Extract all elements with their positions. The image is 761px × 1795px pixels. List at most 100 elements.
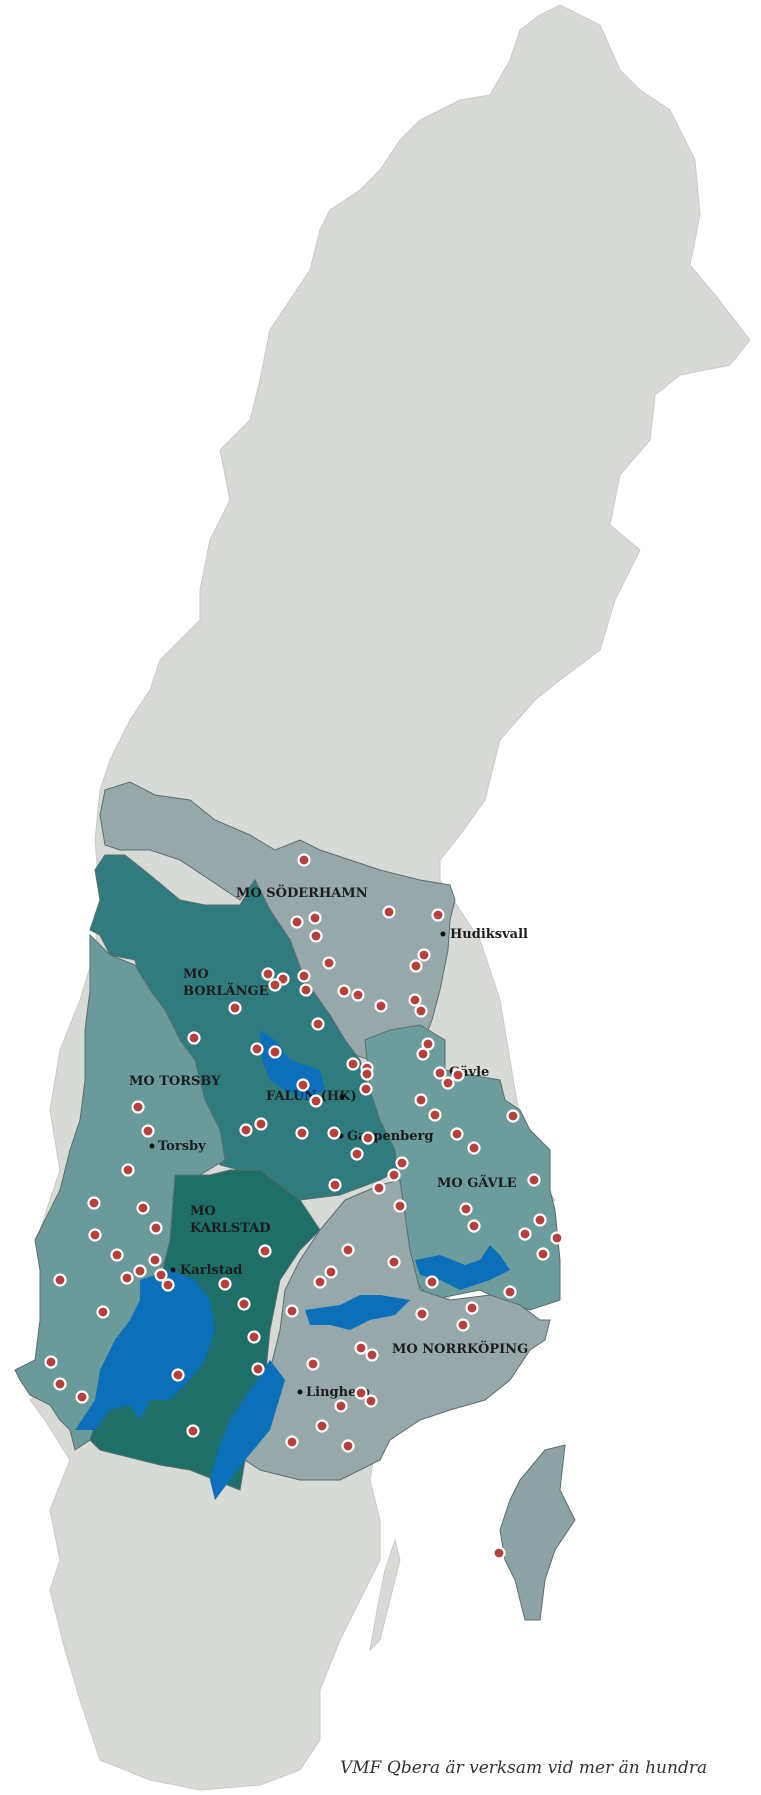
site-marker — [393, 1199, 407, 1213]
label-torsby: MO TORSBY — [129, 1074, 221, 1089]
site-marker — [456, 1318, 470, 1332]
site-marker — [506, 1109, 520, 1123]
city-linghem: Linghem — [306, 1385, 370, 1400]
site-marker — [268, 1045, 282, 1059]
site-marker — [88, 1228, 102, 1242]
site-marker — [414, 1093, 428, 1107]
site-marker — [354, 1386, 368, 1400]
site-marker — [395, 1156, 409, 1170]
site-marker — [459, 1202, 473, 1216]
site-marker — [346, 1057, 360, 1071]
site-marker — [433, 1066, 447, 1080]
site-marker — [315, 1419, 329, 1433]
site-marker — [374, 999, 388, 1013]
site-marker — [75, 1390, 89, 1404]
site-marker — [237, 1297, 251, 1311]
city-dot-falun — [339, 1094, 345, 1100]
site-marker — [450, 1127, 464, 1141]
site-marker — [364, 1394, 378, 1408]
site-marker — [527, 1173, 541, 1187]
site-marker — [421, 1037, 435, 1051]
site-marker — [415, 1307, 429, 1321]
site-marker — [533, 1213, 547, 1227]
site-marker — [322, 956, 336, 970]
site-marker — [313, 1275, 327, 1289]
site-marker — [295, 1126, 309, 1140]
site-marker — [228, 1001, 242, 1015]
city-dot-karlstad — [170, 1267, 176, 1273]
site-marker — [354, 1341, 368, 1355]
site-marker — [187, 1031, 201, 1045]
city-hudiksvall: Hudiksvall — [450, 927, 528, 942]
site-marker — [350, 1147, 364, 1161]
site-marker — [133, 1264, 147, 1278]
site-marker — [417, 948, 431, 962]
site-marker — [467, 1141, 481, 1155]
site-marker — [334, 1399, 348, 1413]
site-marker — [309, 1094, 323, 1108]
site-marker — [306, 1357, 320, 1371]
caption: VMF Qbera är verksam vid mer än hundra — [340, 1758, 708, 1778]
site-marker — [467, 1219, 481, 1233]
site-markers — [44, 853, 564, 1560]
site-marker — [121, 1163, 135, 1177]
city-torsby: Torsby — [158, 1139, 206, 1154]
site-marker — [258, 1244, 272, 1258]
site-marker — [550, 1231, 564, 1245]
site-marker — [361, 1131, 375, 1145]
site-marker — [416, 1047, 430, 1061]
site-marker — [120, 1271, 134, 1285]
site-marker — [536, 1247, 550, 1261]
site-marker — [425, 1275, 439, 1289]
site-marker — [451, 1068, 465, 1082]
site-marker — [296, 1078, 310, 1092]
city-dot-torsby — [149, 1143, 155, 1149]
city-garpenberg: Garpenberg — [347, 1129, 434, 1144]
site-marker — [308, 911, 322, 925]
region-soderhamn — [99, 781, 456, 1066]
site-marker — [465, 1301, 479, 1315]
lake-malaren — [415, 1245, 510, 1290]
site-marker — [297, 969, 311, 983]
site-marker — [359, 1082, 373, 1096]
site-marker — [110, 1248, 124, 1262]
site-marker — [141, 1124, 155, 1138]
region-borlange — [89, 854, 401, 1201]
lake-hjalmaren — [305, 1295, 410, 1330]
site-marker — [341, 1243, 355, 1257]
site-marker — [53, 1377, 67, 1391]
site-marker — [311, 1017, 325, 1031]
site-marker — [297, 853, 311, 867]
site-marker — [251, 1362, 265, 1376]
lake-vattern — [210, 1360, 285, 1500]
site-marker — [96, 1305, 110, 1319]
site-marker — [218, 1277, 232, 1291]
oland-island — [369, 1538, 401, 1652]
site-marker — [171, 1368, 185, 1382]
site-marker — [149, 1221, 163, 1235]
site-marker — [441, 1076, 455, 1090]
site-marker — [148, 1253, 162, 1267]
site-marker — [290, 915, 304, 929]
city-dot-linghem — [297, 1389, 303, 1395]
site-marker — [387, 1168, 401, 1182]
gotland-region — [499, 1444, 576, 1621]
site-marker — [53, 1273, 67, 1287]
site-marker — [186, 1424, 200, 1438]
site-marker — [341, 1439, 355, 1453]
site-marker — [327, 1126, 341, 1140]
site-marker — [408, 993, 422, 1007]
site-marker — [136, 1201, 150, 1215]
site-marker — [365, 1348, 379, 1362]
region-torsby — [14, 933, 226, 1451]
site-marker — [431, 908, 445, 922]
site-marker — [254, 1117, 268, 1131]
site-marker — [428, 1108, 442, 1122]
site-marker — [239, 1123, 253, 1137]
site-marker — [360, 1067, 374, 1081]
city-karlstad: Karlstad — [180, 1263, 242, 1278]
label-norrkoping: MO NORRKÖPING — [392, 1340, 528, 1357]
site-marker — [503, 1285, 517, 1299]
site-marker — [285, 1435, 299, 1449]
site-marker — [285, 1304, 299, 1318]
